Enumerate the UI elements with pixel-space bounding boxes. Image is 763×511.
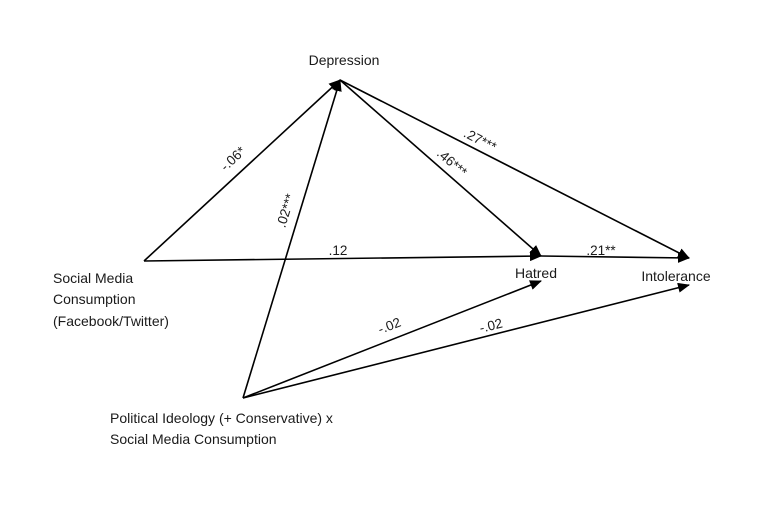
node-ideology-line: Social Media Consumption — [110, 431, 277, 447]
path-ideology-to-depression — [242, 79, 342, 399]
path-ideology-to-hatred — [242, 280, 542, 399]
path-social-to-hatred — [143, 251, 542, 262]
path-hatred-to-intolerance — [540, 252, 690, 263]
path-depression-to-hatred — [339, 79, 542, 257]
node-intolerance: Intolerance — [641, 268, 710, 284]
path-ideology-to-intolerance — [242, 282, 690, 399]
node-ideology-line: Political Ideology (+ Conservative) x — [110, 410, 333, 426]
node-social-media-line: Consumption — [53, 291, 136, 307]
coef-hatred-to-intolerance: .21** — [586, 243, 616, 258]
coef-depression-to-hatred: .46*** — [434, 146, 470, 180]
coef-social-to-hatred: .12 — [329, 243, 348, 258]
node-social-media-line: Social Media — [53, 270, 133, 286]
node-social-media-line: (Facebook/Twitter) — [53, 313, 169, 329]
path-depression-to-intolerance — [339, 79, 690, 259]
coef-ideology-to-hatred: -.02 — [376, 315, 403, 337]
coef-ideology-to-intolerance: -.02 — [478, 316, 504, 336]
coef-ideology-to-depression: .02*** — [273, 191, 298, 229]
node-hatred: Hatred — [515, 265, 557, 281]
node-depression: Depression — [309, 52, 380, 68]
node-ideology: Political Ideology (+ Conservative) x So… — [110, 410, 337, 447]
path-social-to-depression — [143, 79, 341, 262]
coef-depression-to-intolerance: .27*** — [461, 125, 499, 154]
node-social-media: Social Media Consumption (Facebook/Twitt… — [53, 270, 169, 329]
